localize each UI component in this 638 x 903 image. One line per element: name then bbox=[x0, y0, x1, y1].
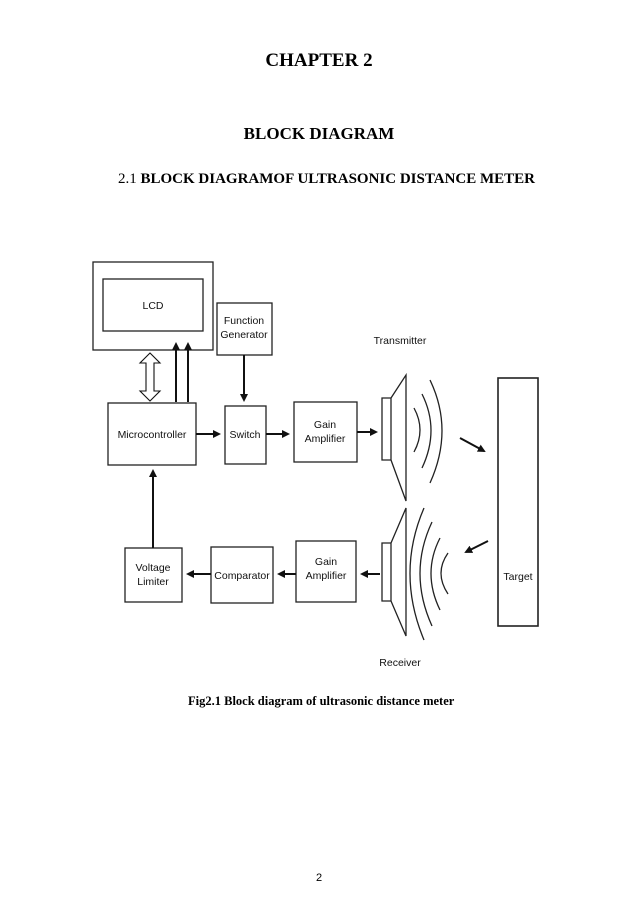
comparator-label: Comparator bbox=[214, 570, 270, 582]
gain-amplifier-rx-label: Gain bbox=[315, 556, 337, 568]
chapter-title: CHAPTER 2 bbox=[265, 50, 373, 71]
receiver-wave bbox=[430, 537, 441, 611]
wave-to-target-arrow bbox=[459, 437, 486, 452]
receiver-wave bbox=[419, 521, 433, 627]
voltage-limiter-label: Voltage bbox=[135, 562, 170, 574]
switch-label: Switch bbox=[230, 429, 261, 441]
voltage-limiter-label: Limiter bbox=[137, 576, 169, 588]
transmitter-wave bbox=[413, 407, 421, 453]
chapter-heading: BLOCK DIAGRAM bbox=[243, 124, 395, 143]
lcd-block bbox=[102, 278, 204, 332]
block-diagram: LCD Function Generator Microcontroller S… bbox=[92, 261, 539, 669]
receiver-wave bbox=[440, 552, 449, 595]
gain-amplifier-tx-label: Gain bbox=[314, 419, 336, 431]
microcontroller-label: Microcontroller bbox=[118, 429, 187, 441]
function-generator-label: Function bbox=[224, 315, 264, 327]
receiver-transducer bbox=[381, 507, 407, 637]
target-label: Target bbox=[503, 571, 532, 583]
echo-from-target-arrow bbox=[464, 540, 489, 553]
section-heading: 2.1 BLOCK DIAGRAMOF ULTRASONIC DISTANCE … bbox=[118, 171, 535, 188]
transmitter-wave bbox=[421, 393, 432, 469]
lcd-microcontroller-bus-arrow bbox=[138, 352, 162, 402]
receiver-label: Receiver bbox=[379, 657, 421, 669]
voltage-limiter-block bbox=[124, 547, 183, 603]
gain-amplifier-rx-label: Amplifier bbox=[306, 570, 347, 582]
target-block bbox=[497, 377, 539, 627]
transmitter-label: Transmitter bbox=[374, 335, 427, 347]
transmitter-transducer bbox=[381, 372, 407, 502]
gain-amplifier-tx-label: Amplifier bbox=[305, 433, 346, 445]
gain-amplifier-tx-block bbox=[293, 401, 358, 463]
lcd-label: LCD bbox=[142, 300, 163, 312]
gain-amplifier-rx-block bbox=[295, 540, 357, 603]
function-generator-label: Generator bbox=[220, 329, 268, 341]
receiver-wave bbox=[409, 507, 425, 641]
section-number: 2.1 bbox=[118, 171, 137, 187]
page-number: 2 bbox=[315, 872, 323, 884]
section-title: BLOCK DIAGRAMOF ULTRASONIC DISTANCE METE… bbox=[140, 171, 536, 187]
figure-caption: Fig2.1 Block diagram of ultrasonic dista… bbox=[188, 694, 455, 708]
transmitter-wave bbox=[429, 379, 443, 484]
lcd-outer-frame bbox=[92, 261, 214, 351]
